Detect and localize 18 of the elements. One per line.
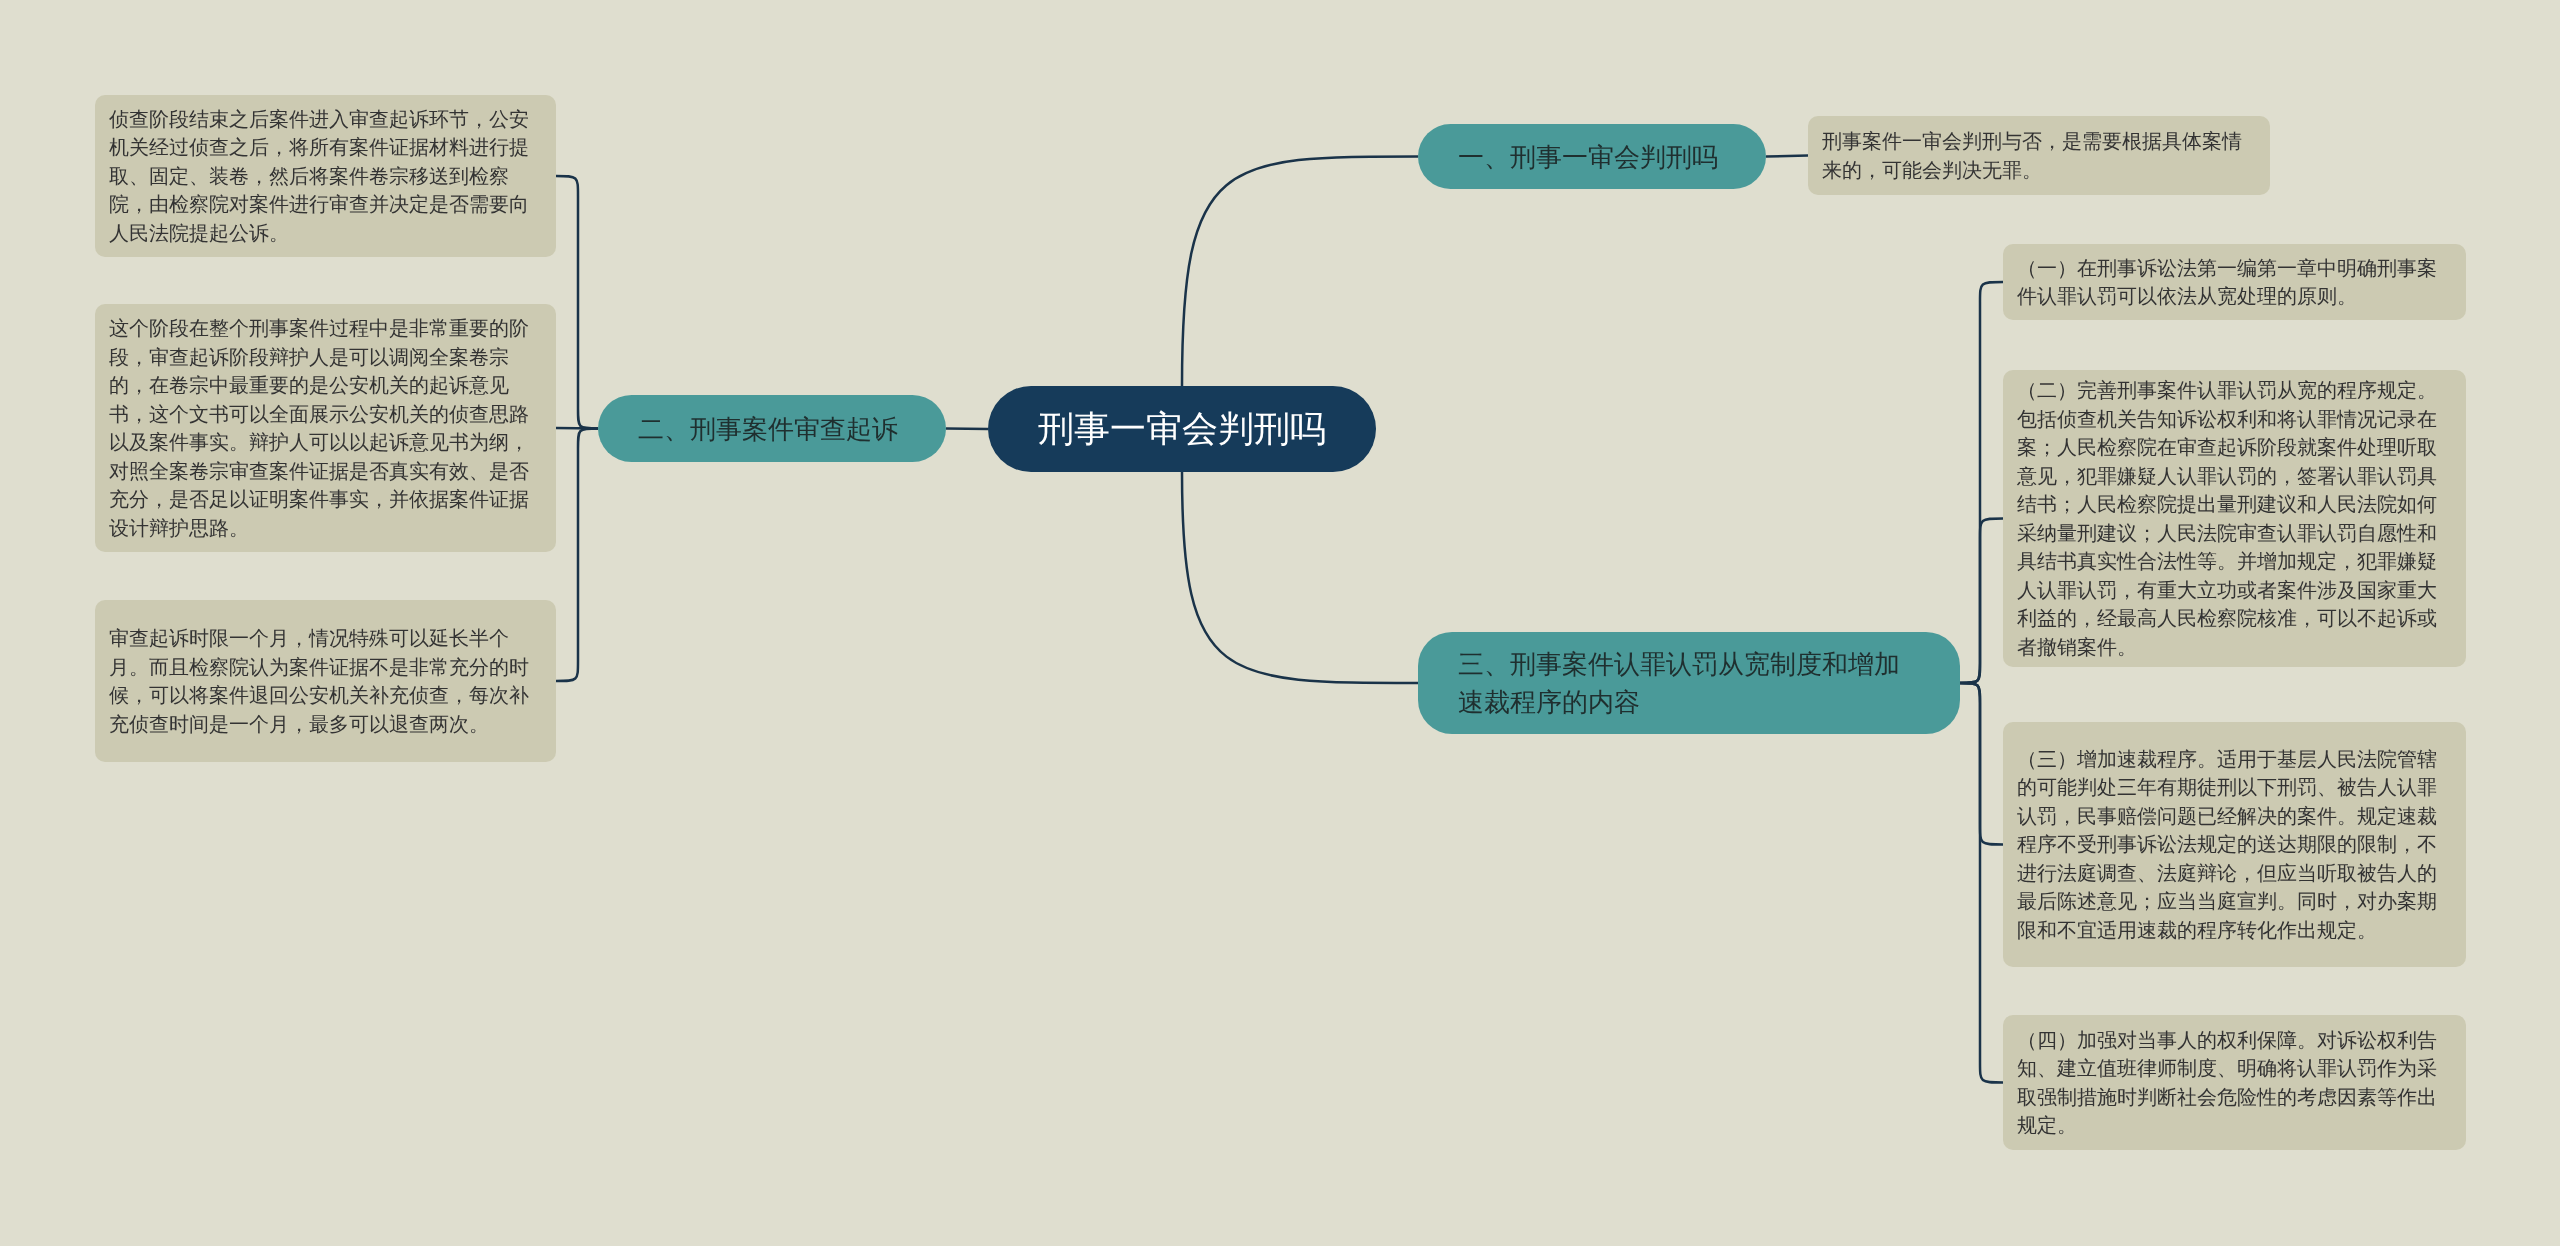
note-box: 侦查阶段结束之后案件进入审查起诉环节，公安机关经过侦查之后，将所有案件证据材料进行提取、固定、装卷，然后将案件卷宗移送到检察院，由检察院对案件进行审查并决定是否需要向人民法院提起公诉。 — [95, 95, 556, 257]
connector-line — [1180, 471, 1418, 685]
note-box: 这个阶段在整个刑事案件过程中是非常重要的阶段，审查起诉阶段辩护人是可以调阅全案卷宗的，在卷宗中最重要的是公安机关的起诉意见书，这个文书可以全面展示公安机关的侦查思路以及案件事实。辩护人可以以起诉意见书为纲，对照全案卷宗审查案件证据是否真实有效、是否充分，是否足以证明案件事实，并依据案件证据设计辩护思路。 — [95, 304, 556, 552]
central-topic: 刑事一审会判刑吗 — [988, 386, 1376, 472]
topic-box: 二、刑事案件审查起诉 — [598, 395, 946, 462]
topic-box: 三、刑事案件认罪认罚从宽制度和增加速裁程序的内容 — [1418, 632, 1960, 734]
note-box: （三）增加速裁程序。适用于基层人民法院管辖的可能判处三年有期徒刑以下刑罚、被告人认罪认罚，民事赔偿问题已经解决的案件。规定速裁程序不受刑事诉讼法规定的送达期限的限制，不进行法庭调查、法庭辩论，但应当听取被告人的最后陈述意见；应当当庭宣判。同时，对办案期限和不宜适用速裁的程序转化作出规定。 — [2003, 722, 2466, 967]
connector-line — [1180, 155, 1418, 387]
note-box: 刑事案件一审会判刑与否，是需要根据具体案情来的，可能会判决无罪。 — [1808, 116, 2270, 195]
connector-line — [1765, 154, 1809, 158]
topic-box: 一、刑事一审会判刑吗 — [1418, 124, 1766, 189]
note-box: （四）加强对当事人的权利保障。对诉讼权利告知、建立值班律师制度、明确将认罪认罚作为采取强制措施时判断社会危险性的考虑因素等作出规定。 — [2003, 1015, 2466, 1150]
connector-line — [946, 427, 988, 431]
note-box: （一）在刑事诉讼法第一编第一章中明确刑事案件认罪认罚可以依法从宽处理的原则。 — [2003, 244, 2466, 320]
note-box: 审查起诉时限一个月，情况特殊可以延长半个月。而且检察院认为案件证据不是非常充分的时候，可以将案件退回公安机关补充侦查，每次补充侦查时间是一个月，最多可以退查两次。 — [95, 600, 556, 762]
connector-line — [1960, 681, 2003, 1084]
connector-line — [556, 427, 598, 683]
note-box: （二）完善刑事案件认罪认罚从宽的程序规定。包括侦查机关告知诉讼权利和将认罪情况记录在案；人民检察院在审查起诉阶段就案件处理听取意见，犯罪嫌疑人认罪认罚的，签署认罪认罚具结书；人民检察院提出量刑建议和人民法院如何采纳量刑建议；人民法院审查认罪认罚自愿性和具结书真实性合法性等。并增加规定，犯罪嫌疑人认罪认罚，有重大立功或者案件涉及国家重大利益的，经最高人民检察院核准，可以不起诉或者撤销案件。 — [2003, 370, 2466, 667]
